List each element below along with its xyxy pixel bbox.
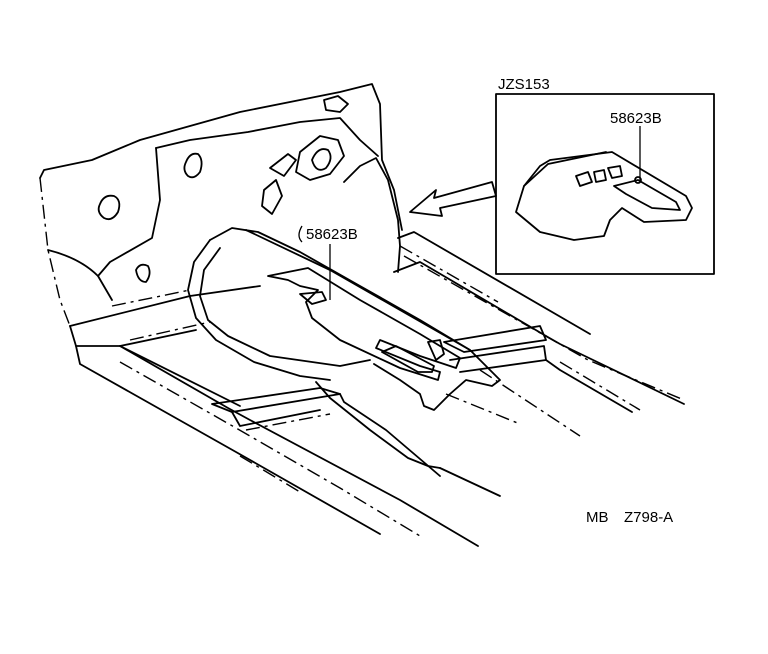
right-rail-outer (545, 335, 685, 405)
center-rail-lower (439, 467, 501, 497)
front-crossmember-line (111, 289, 191, 307)
right-kick-panel (343, 157, 401, 273)
front-crossmember-top (69, 285, 261, 327)
inset-model-label: JZS153 (498, 76, 550, 93)
firewall-hole-4 (295, 135, 345, 181)
right-rail-dash-4 (559, 361, 641, 411)
main-callout-bracket (298, 225, 303, 243)
inset-insulator-marks (575, 165, 623, 187)
right-rail-dash-1 (399, 245, 499, 303)
left-rail-top (69, 325, 479, 547)
diagram-code: Z798-A (624, 509, 674, 526)
tunnel-left-side-inner (199, 247, 371, 367)
left-rail-dash (119, 361, 421, 537)
rear-crossmember-2 (449, 345, 547, 373)
firewall-hole-5 (323, 95, 349, 113)
insulator-58623b-slot (381, 345, 435, 373)
front-crossmember-dash (129, 321, 211, 341)
rear-crossmember (443, 325, 547, 353)
inset-part-number: 58623B (610, 110, 662, 127)
insulator-58623b-main (267, 267, 461, 381)
tunnel-top-edge (209, 227, 501, 411)
right-rail-2 (393, 261, 547, 337)
tunnel-front-rise (97, 147, 161, 277)
firewall-hole-3 (269, 153, 297, 177)
front-crossmember-lower (119, 329, 197, 347)
firewall-hole-4-inner (311, 148, 332, 171)
right-rail-dash-3 (479, 369, 581, 437)
left-rail-dash-2 (239, 455, 301, 493)
right-rail-outer-2 (545, 359, 633, 413)
firewall-hole-2 (183, 152, 203, 179)
right-rail-dash-2 (403, 255, 685, 401)
insulator-58623b-notch (299, 291, 327, 305)
inset-pointer-arrow (409, 181, 497, 217)
insulator-58623b-hook (427, 339, 445, 361)
dash-panel-outline (39, 83, 403, 231)
center-rail-dash (445, 393, 521, 425)
inset-insulator-dot (634, 176, 642, 184)
firewall-hole-7 (135, 263, 151, 283)
firewall-hole-1 (97, 194, 121, 221)
left-rail-outer (75, 345, 381, 535)
tunnel-left-side (187, 239, 331, 381)
tunnel-right-side (245, 229, 471, 351)
main-part-number: 58623B (306, 226, 358, 243)
diagram-code-prefix: MB (586, 509, 609, 526)
firewall-step (155, 117, 379, 157)
firewall-hole-6 (261, 179, 283, 215)
inset-insulator-body (515, 151, 693, 241)
mid-crossmember (211, 387, 341, 413)
right-rail-1 (397, 231, 591, 335)
inset-frame (495, 93, 715, 275)
mid-crossmember-front (231, 409, 321, 427)
dash-panel-bottom-edge (39, 177, 71, 327)
inset-insulator-cutout (613, 179, 681, 211)
left-rail-inner (119, 345, 241, 407)
tunnel-rear-2 (339, 393, 441, 477)
inset-insulator-top (523, 151, 607, 187)
